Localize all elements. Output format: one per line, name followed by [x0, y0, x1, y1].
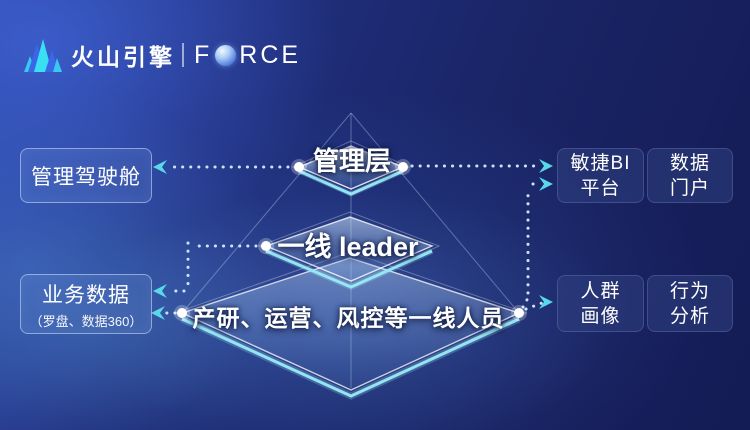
brand-logo: 火山引擎 F RCE — [24, 38, 301, 72]
arrow-right-icon — [539, 159, 553, 173]
panel-management-cockpit: 管理驾驶舱 — [20, 148, 152, 203]
arrow-left-icon — [153, 284, 167, 298]
panel-agile-bi-platform: 敏捷BI 平台 — [557, 148, 644, 203]
pyramid-label-frontline-staff: 产研、运营、风控等一线人员 — [192, 305, 505, 331]
connector-bottom-right-up1 — [521, 296, 530, 309]
panel-line2: 画像 — [580, 305, 621, 327]
brand-name-en: F RCE — [194, 41, 301, 70]
arrow-left-icon — [151, 306, 165, 320]
panel-data-portal: 数据 门户 — [647, 148, 733, 203]
panel-business-data: 业务数据 （罗盘、数据360） — [20, 274, 152, 334]
connector-bottom-right-h — [524, 301, 544, 311]
connector-dotted-lines — [163, 164, 544, 315]
arrow-left-icon — [153, 160, 167, 174]
panel-line2: 平台 — [580, 177, 621, 199]
force-o-sphere-icon — [215, 44, 237, 66]
pyramid-plate-top — [291, 140, 411, 197]
panel-line2: 门户 — [669, 177, 710, 199]
brand-en-letters-rce: RCE — [239, 40, 302, 69]
brand-name-cn: 火山引擎 — [71, 44, 175, 70]
panel-behavior-analysis: 行为 分析 — [647, 275, 733, 332]
pyramid-plate-middle — [257, 211, 441, 291]
arrow-right-icon — [539, 295, 553, 309]
brand-en-letter-f: F — [194, 40, 213, 69]
panel-line1: 数据 — [669, 152, 710, 174]
panel-audience-persona: 人群 画像 — [557, 275, 644, 332]
panel-line1: 行为 — [669, 280, 710, 302]
panel-title: 业务数据 — [42, 283, 130, 307]
connector-endpoint-dots — [174, 159, 527, 321]
panel-line1: 人群 — [580, 280, 621, 302]
logo-divider — [182, 43, 184, 67]
pyramid-plate-bottom — [173, 251, 528, 400]
panel-line2: 分析 — [669, 305, 710, 327]
panel-subtitle: （罗盘、数据360） — [29, 313, 143, 329]
panel-title: 管理驾驶舱 — [31, 165, 141, 189]
pyramid-label-frontline-leader: 一线 leader — [277, 232, 419, 262]
arrow-icons — [151, 159, 553, 320]
panel-line1: 敏捷BI — [570, 152, 631, 174]
volcano-mountain-icon — [24, 39, 62, 72]
arrow-right-icon — [539, 177, 553, 191]
pyramid-label-management: 管理层 — [312, 146, 391, 176]
